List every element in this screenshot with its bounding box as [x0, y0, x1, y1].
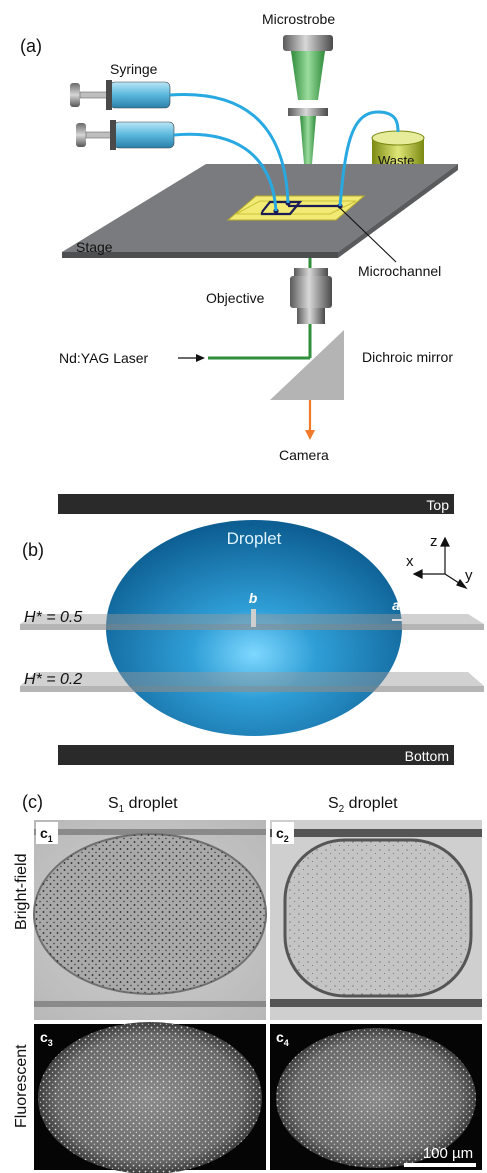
scale-bar: [404, 1163, 476, 1167]
microstrobe-icon: [283, 35, 333, 200]
objective-icon: [290, 268, 332, 324]
image-c1: [33, 820, 267, 1020]
top-label: Top: [426, 497, 449, 513]
panel-a-label: (a): [20, 36, 42, 56]
dichroic-mirror: [270, 330, 344, 400]
laser-label: Nd:YAG Laser: [59, 350, 149, 366]
plane-lower: [20, 686, 484, 692]
image-c3: [34, 1022, 266, 1173]
axis-z-label: z: [430, 533, 438, 550]
axis-x-label: x: [406, 553, 414, 570]
col1-title: S1 droplet: [108, 795, 178, 815]
svg-text:c4: c4: [276, 1029, 289, 1048]
panel-c-label: (c): [22, 792, 43, 812]
image-c4: [270, 1024, 482, 1170]
dichroic-label: Dichroic mirror: [362, 349, 453, 365]
axes-icon: [412, 536, 468, 590]
point-a-label: a: [392, 597, 400, 613]
syringe-icon: [70, 80, 175, 150]
stage-label: Stage: [76, 239, 113, 255]
tile-label-c3: c3: [40, 1029, 53, 1048]
tile-label-c1: c1: [36, 822, 58, 844]
panel-c: (c) S1 droplet S2 droplet Bright-field F…: [13, 792, 482, 1173]
svg-text:c3: c3: [40, 1029, 53, 1048]
camera-label: Camera: [279, 447, 329, 463]
col2-title: S2 droplet: [328, 795, 398, 815]
syringe-label: Syringe: [110, 61, 158, 77]
point-b-label: b: [249, 590, 258, 606]
microchannel-icon: [260, 200, 340, 216]
tubing: [169, 92, 400, 212]
row1-label: Bright-field: [13, 854, 30, 930]
panel-b-label: (b): [22, 540, 44, 560]
microstrobe-label: Microstrobe: [262, 11, 335, 27]
panel-a: (a) Microstrobe Syringe Waste: [20, 11, 458, 463]
tile-label-c4: c4: [276, 1029, 289, 1048]
plane-upper-label: H* = 0.5: [24, 609, 82, 626]
tile-label-c2: c2: [272, 822, 294, 844]
arrow-down-icon: [305, 430, 315, 440]
image-c2: [270, 820, 482, 1020]
objective-label: Objective: [206, 290, 265, 306]
scale-bar-label: 100 µm: [423, 1145, 473, 1162]
point-b-marker: [251, 609, 256, 627]
axis-y-label: y: [465, 567, 473, 584]
microchannel-label: Microchannel: [358, 263, 441, 279]
droplet-label: Droplet: [227, 529, 282, 548]
panel-b: Top (b) Droplet H* = 0.5 H* = 0.2 b a z …: [20, 494, 484, 765]
row2-label: Fluorescent: [13, 1044, 30, 1128]
bottom-bar: [58, 745, 454, 765]
svg-text:c2: c2: [276, 825, 289, 844]
bottom-label: Bottom: [405, 748, 449, 764]
top-bar: [58, 494, 454, 514]
arrow-right-icon: [196, 354, 205, 362]
svg-text:c1: c1: [40, 825, 53, 844]
plane-lower-label: H* = 0.2: [24, 671, 82, 688]
